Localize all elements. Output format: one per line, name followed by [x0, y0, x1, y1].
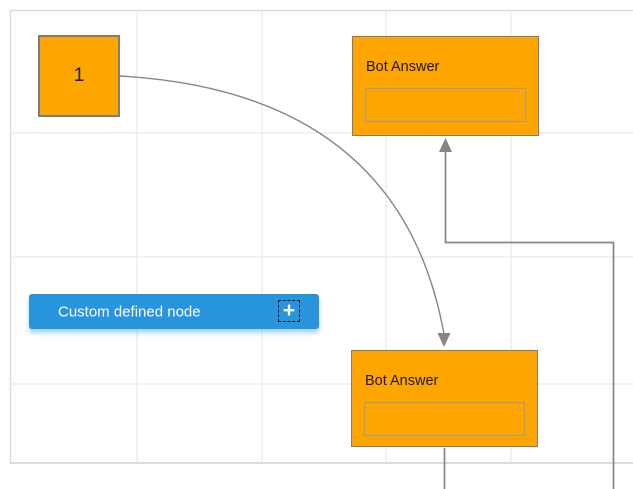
- answer-field: [365, 88, 526, 122]
- arrow-down-icon: [437, 333, 451, 347]
- node-title: Bot Answer: [366, 59, 440, 75]
- connector-curve[interactable]: [119, 75, 451, 347]
- connector-elbow[interactable]: [439, 138, 615, 489]
- arrow-up-icon: [439, 138, 452, 152]
- node-custom-defined[interactable]: Custom defined node +: [29, 294, 319, 329]
- add-button[interactable]: +: [278, 300, 300, 322]
- connector-curve-path: [119, 75, 445, 335]
- node-square-label: 1: [73, 65, 85, 86]
- node-bot-answer-bottom[interactable]: Bot Answer: [351, 350, 538, 447]
- node-bot-answer-top[interactable]: Bot Answer: [352, 36, 539, 136]
- node-title: Bot Answer: [365, 373, 439, 389]
- connector-elbow-path: [444, 151, 615, 489]
- node-square-1[interactable]: 1: [38, 35, 120, 117]
- node-custom-label: Custom defined node: [58, 303, 201, 320]
- answer-field: [364, 402, 525, 436]
- plus-icon: +: [282, 298, 296, 322]
